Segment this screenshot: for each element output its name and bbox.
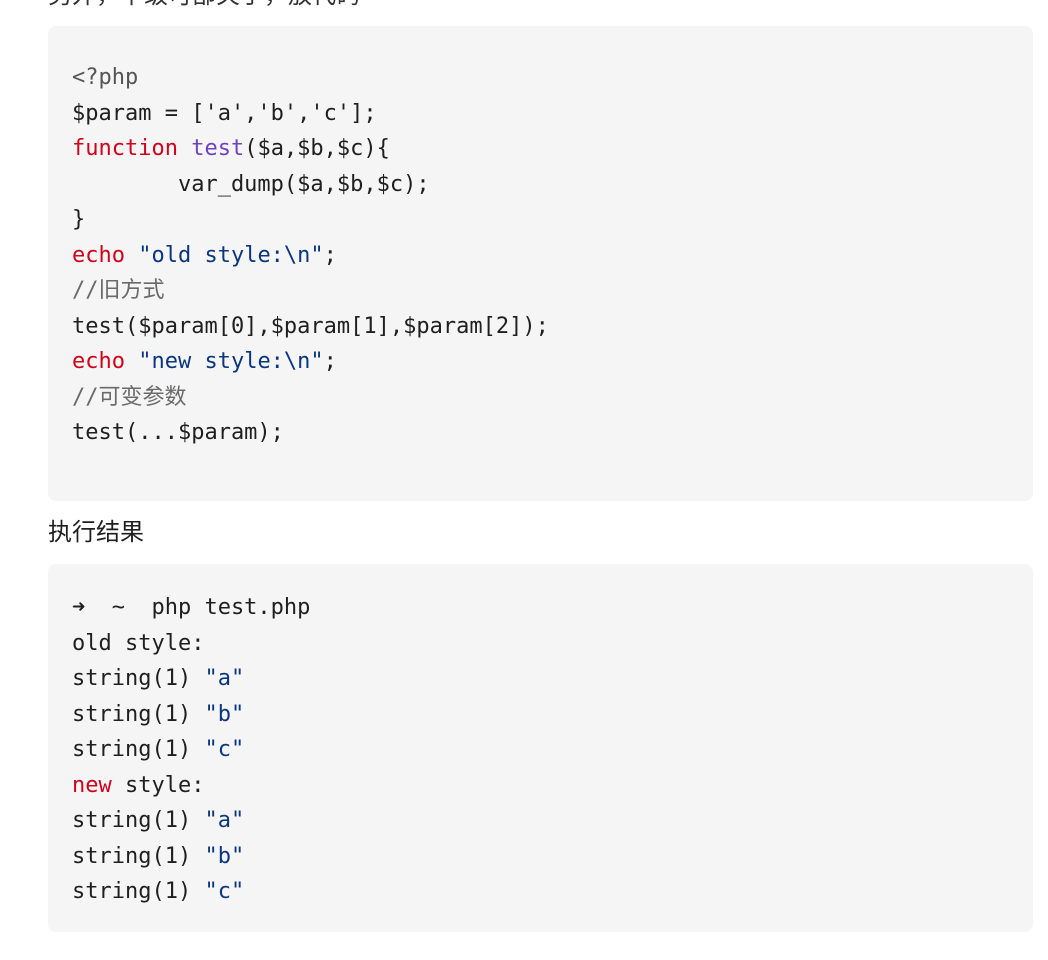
code-token-comment: //旧方式	[72, 278, 165, 303]
code-token-plain: ➜ ~ php test.php	[72, 595, 311, 620]
code-token-string: "a"	[204, 666, 245, 691]
code-token-keyword: function	[72, 136, 178, 161]
code-line: string(1) "c"	[72, 732, 1009, 768]
code-token-comment: //可变参数	[72, 384, 187, 410]
code-line: test($param[0],$param[1],$param[2]);	[72, 309, 1009, 345]
code-token-plain: string(1)	[72, 737, 205, 762]
code-token-plain: var_dump($a,$b,$c);	[72, 171, 430, 197]
code-line: }	[72, 202, 1009, 238]
code-token-plain: string(1)	[72, 701, 205, 727]
code-token-plain: old style:	[72, 630, 205, 656]
code-token-plain: style:	[111, 772, 205, 798]
code-line: echo "old style:\n";	[72, 238, 1009, 274]
code-line: var_dump($a,$b,$c);	[72, 167, 1009, 203]
code-line: new style:	[72, 768, 1009, 804]
code-line: string(1) "b"	[72, 839, 1009, 875]
code-line: function test($a,$b,$c){	[72, 131, 1009, 167]
code-line: ➜ ~ php test.php	[72, 590, 1009, 626]
code-line: echo "new style:\n";	[72, 344, 1009, 380]
code-token-plain	[125, 349, 138, 374]
code-token-plain: string(1)	[72, 666, 205, 691]
code-line: test(...$param);	[72, 415, 1009, 451]
code-token-func: test	[191, 136, 245, 161]
code-token-plain: }	[72, 207, 86, 232]
code-line: //可变参数	[72, 380, 1009, 416]
code-token-plain: string(1)	[72, 808, 205, 833]
code-token-plain: ;	[323, 242, 337, 268]
intro-text: 另外，下级可部关于，放代码	[48, 0, 360, 12]
code-token-string: "old style:\n"	[138, 242, 324, 268]
code-token-string: "b"	[204, 701, 245, 727]
code-line: <?php	[72, 60, 1009, 96]
code-token-keyword: echo	[72, 349, 125, 374]
code-token-plain: ($a,$b,$c){	[244, 136, 390, 161]
result-heading: 执行结果	[48, 518, 144, 546]
code-token-plain: $param = ['a','b','c'];	[72, 100, 377, 126]
code-token-string: "a"	[204, 808, 245, 833]
code-token-plain	[125, 243, 138, 268]
php-source-code-block[interactable]: <?php $param = ['a','b','c']; function tes…	[48, 26, 1033, 501]
code-line: string(1) "a"	[72, 803, 1009, 839]
code-line: string(1) "a"	[72, 661, 1009, 697]
code-line: string(1) "c"	[72, 874, 1009, 910]
code-token-plain: string(1)	[72, 843, 205, 869]
code-line: string(1) "b"	[72, 697, 1009, 733]
code-token-string: "b"	[204, 843, 245, 869]
code-token-string: "c"	[204, 879, 245, 904]
code-token-keyword: echo	[72, 242, 125, 268]
code-token-plain	[178, 136, 191, 161]
code-token-meta: <?php	[72, 65, 139, 90]
code-line: $param = ['a','b','c'];	[72, 96, 1009, 132]
code-token-plain: test($param[0],$param[1],$param[2]);	[72, 313, 549, 339]
code-token-plain: string(1)	[72, 879, 205, 904]
code-token-plain: ;	[323, 349, 337, 374]
code-line: old style:	[72, 626, 1009, 662]
code-line: //旧方式	[72, 273, 1009, 309]
code-token-string: "c"	[204, 737, 245, 762]
code-token-string: "new style:\n"	[138, 349, 324, 374]
code-token-keyword: new	[72, 772, 112, 798]
code-token-plain: test(...$param);	[72, 420, 284, 445]
